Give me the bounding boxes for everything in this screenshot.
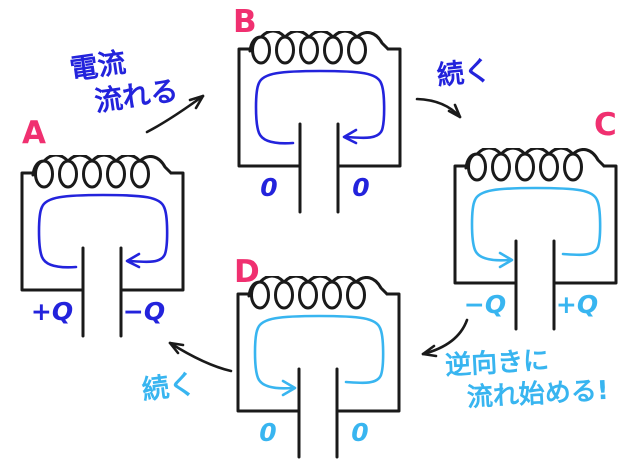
capacitor-plates: [514, 239, 556, 331]
circuit-box: [236, 292, 401, 413]
circuit-d: 0 0: [236, 274, 402, 459]
inductor-coil-icon: [247, 274, 389, 310]
plate-charge-left: 0: [260, 173, 278, 202]
state-label-c: C: [594, 107, 617, 143]
circuit-c: −Q +Q: [453, 146, 619, 334]
arrow-c-to-d: [421, 318, 469, 358]
circuit-d-drawing: [236, 274, 401, 459]
circuit-a-drawing: [20, 153, 185, 338]
circuit-box: [237, 47, 402, 168]
current-arrowhead-left: [281, 379, 297, 397]
inductor-coil-icon: [464, 146, 606, 182]
current-arrowhead-right: [125, 252, 141, 269]
current-loop: [253, 314, 385, 390]
plate-charge-left: 0: [259, 418, 277, 447]
plate-charge-right: −Q: [122, 297, 166, 326]
plate-charge-right: +Q: [555, 290, 599, 319]
plate-charge-right: 0: [352, 173, 370, 202]
circuit-c-drawing: [453, 146, 618, 331]
current-arrowhead-right: [342, 128, 358, 145]
inductor-coil-icon: [31, 153, 173, 189]
arrow-a-to-b: [145, 94, 205, 134]
current-loop: [254, 69, 386, 145]
plate-charge-left: +Q: [30, 297, 74, 326]
arrow-d-to-a: [168, 341, 233, 373]
current-loop: [37, 193, 169, 269]
arrow-b-to-c: [415, 97, 462, 119]
circuit-a: +Q −Q: [20, 153, 186, 341]
circuit-b-drawing: [237, 29, 402, 214]
capacitor-plates: [298, 122, 340, 214]
circuit-b: 0 0: [237, 29, 403, 217]
plate-charge-right: 0: [351, 418, 369, 447]
state-label-a: A: [22, 115, 46, 151]
plate-charge-left: −Q: [463, 290, 507, 319]
state-label-d: D: [234, 254, 260, 290]
current-arrowhead-left: [498, 251, 514, 269]
inductor-coil-icon: [248, 29, 390, 65]
current-loop: [470, 186, 602, 262]
state-label-b: B: [233, 4, 257, 40]
capacitor-plates: [297, 367, 339, 459]
circuit-box: [453, 164, 618, 285]
circuit-box: [20, 171, 185, 292]
capacitor-plates: [81, 246, 123, 338]
